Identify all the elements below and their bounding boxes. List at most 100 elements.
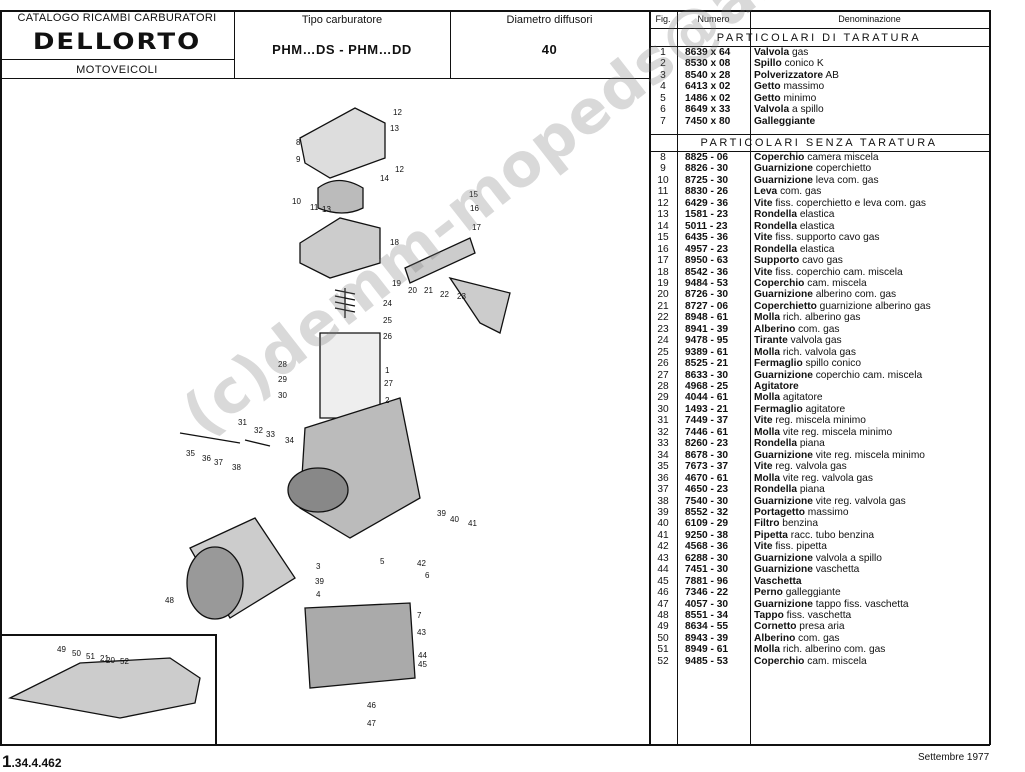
row-number: 4968 - 25 [685,381,729,392]
row-denomination: Molla vite reg. valvola gas [754,472,873,484]
callout-18: 18 [390,238,399,247]
row-denomination: Supporto cavo gas [754,255,843,267]
air-horn-opening [186,546,244,620]
row-fig: 35 [657,461,669,473]
callout-44: 44 [418,651,427,660]
category-label: MOTOVEICOLI [76,64,158,76]
callout-10: 10 [292,197,301,206]
callout-13: 13 [390,124,399,133]
row-denomination: Molla agitatore [754,392,823,404]
intake-ring [287,467,349,513]
col-num-divider [750,10,751,745]
callout-12: 12 [395,165,404,174]
row-number: 8540 x 28 [685,69,731,81]
row-fig: 24 [657,335,669,347]
row-denomination: Vite fiss. supporto cavo gas [754,232,880,244]
row-denomination: Fermaglio agitatore [754,403,846,415]
frame-right [989,10,991,745]
callout-13: 13 [322,205,331,214]
row-denomination: Molla rich. alberino gas [754,312,861,324]
row-number: 6288 - 30 [685,552,729,564]
row-denomination: Coperchio cam. miscela [754,655,867,667]
frame-bottom [0,744,990,746]
row-number: 4044 - 61 [685,392,729,404]
row-fig: 40 [657,518,669,530]
chamber-cover [299,217,381,279]
row-fig: 11 [657,186,669,198]
callout-21: 21 [424,286,433,295]
row-denomination: Rondella elastica [754,209,835,221]
row-denomination: Rondella elastica [754,220,835,232]
callout-52: 52 [120,657,129,666]
row-number: 8941 - 39 [685,323,729,335]
row-fig: 44 [657,564,669,576]
row-fig: 46 [657,587,669,599]
row-number: 1493 - 21 [685,403,729,415]
row-fig: 19 [657,277,669,289]
callout-41: 41 [468,519,477,528]
row-fig: 45 [657,575,669,587]
brand-cell: CATALOGO RICAMBI CARBURATORI DELLORTO MO… [0,10,235,78]
diffuser-value: 40 [541,42,558,57]
row-fig: 22 [657,312,669,324]
row-number: 7451 - 30 [685,564,729,576]
callout-8: 8 [296,138,301,147]
row-denomination: Coperchietto guarnizione alberino gas [754,300,931,312]
row-number: 1486 x 02 [685,92,731,104]
row-denomination: Vite fiss. coperchio cam. miscela [754,266,903,278]
row-denomination: Filtro benzina [754,518,818,530]
col-fig-divider [677,10,678,745]
inset-part [7,657,201,719]
diffuser-cell: Diametro diffusori 40 [450,10,649,78]
callout-50: 50 [72,649,81,658]
callout-20: 20 [106,656,115,665]
row-fig: 43 [657,552,669,564]
row-fig: 41 [657,529,669,541]
callout-40: 40 [450,515,459,524]
callout-22: 22 [440,290,449,299]
row-fig: 9 [660,163,666,175]
callout-33: 33 [266,430,275,439]
row-denomination: Valvola a spillo [754,104,824,116]
spring-part [334,288,356,318]
row-number: 8826 - 30 [685,163,729,175]
callout-34: 34 [285,436,294,445]
row-fig: 5 [660,92,666,104]
row-denomination: Rondella piana [754,438,825,450]
row-number: 8542 - 36 [685,266,729,278]
carburetor-illustration [7,107,511,719]
row-fig: 42 [657,541,669,553]
row-denomination: Guarnizione leva com. gas [754,174,879,186]
callout-29: 29 [278,375,287,384]
row-number: 8825 - 06 [685,152,729,163]
row-denomination: Getto minimo [754,92,817,104]
row-number: 8725 - 30 [685,174,729,186]
callout-19: 19 [392,279,401,288]
row-denomination: Rondella piana [754,484,825,496]
row-fig: 28 [657,381,669,392]
row-fig: 39 [657,506,669,518]
row-number: 4057 - 30 [685,598,729,610]
